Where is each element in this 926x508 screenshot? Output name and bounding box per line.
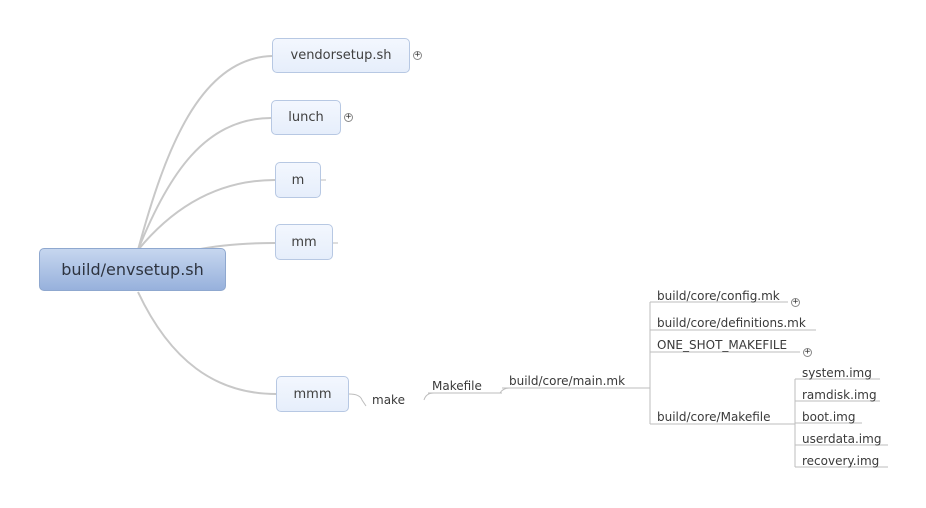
node-recovery-img[interactable]: recovery.img [802,454,880,468]
node-userdata-img[interactable]: userdata.img [802,432,882,446]
expand-one-shot-icon[interactable]: + [803,347,812,357]
node-main-mk[interactable]: build/core/main.mk [509,374,626,388]
connector-mmm-make [348,393,367,407]
node-core-makefile[interactable]: build/core/Makefile [657,410,771,424]
root-label: build/envsetup.sh [61,260,204,279]
node-make[interactable]: make [372,393,405,407]
expand-lunch-icon[interactable]: + [344,112,353,122]
node-vendorsetup[interactable]: vendorsetup.sh [272,38,410,73]
node-m-label: m [291,172,305,188]
root-node[interactable]: build/envsetup.sh [39,248,226,291]
node-lunch-label: lunch [288,110,324,125]
node-mmm[interactable]: mmm [276,376,349,412]
node-ramdisk-img[interactable]: ramdisk.img [802,388,877,402]
node-mm-label: mm [291,234,317,250]
connector-mmm [137,291,277,395]
connector-make-makefile [423,392,500,401]
connector-vendorsetup [137,55,273,251]
node-system-img[interactable]: system.img [802,366,872,380]
node-lunch[interactable]: lunch [271,100,341,135]
expand-config-icon[interactable]: + [791,297,800,307]
node-mm[interactable]: mm [275,224,333,260]
node-config-mk[interactable]: build/core/config.mk [657,289,780,303]
node-vendorsetup-label: vendorsetup.sh [290,48,392,63]
node-boot-img[interactable]: boot.img [802,410,856,424]
node-mmm-label: mmm [293,386,332,402]
node-makefile[interactable]: Makefile [432,379,482,393]
expand-vendorsetup-icon[interactable]: + [413,50,422,60]
node-one-shot-makefile[interactable]: ONE_SHOT_MAKEFILE [657,338,788,352]
connector-makefile-main [499,387,650,394]
node-definitions-mk[interactable]: build/core/definitions.mk [657,316,806,330]
node-m[interactable]: m [275,162,321,198]
connector-lunch [137,117,272,251]
connector-m [137,179,276,251]
